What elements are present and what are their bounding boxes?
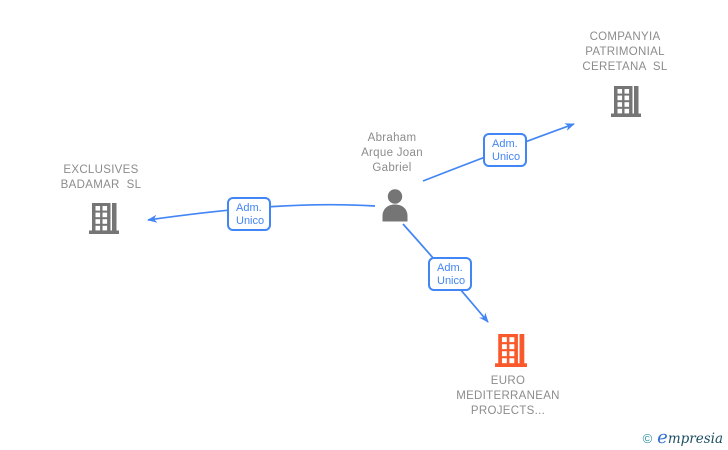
- building-icon[interactable]: [89, 203, 119, 234]
- empresia-logo[interactable]: © e mpresia: [642, 427, 723, 448]
- company-top-right-label: COMPANYIA PATRIMONIAL CERETANA SL: [582, 31, 668, 73]
- brand-name: mpresia: [667, 431, 723, 447]
- person-node-label: Abraham Arque Joan Gabriel: [361, 132, 423, 174]
- person-silhouette-icon[interactable]: [377, 187, 413, 223]
- edge-person-to-company-left: [147, 203, 376, 223]
- copyright-icon: ©: [642, 431, 653, 446]
- building-icon[interactable]: [611, 86, 641, 117]
- edge-label-adm-unico-left: Adm. Unico: [227, 197, 271, 231]
- edge-label-adm-unico-top-right: Adm. Unico: [483, 133, 527, 167]
- company-bottom-label: EURO MEDITERRANEAN PROJECTS...: [456, 375, 560, 417]
- building-icon[interactable]: [495, 334, 527, 367]
- brand-initial: e: [657, 427, 668, 448]
- edge-label-adm-unico-bottom: Adm. Unico: [428, 257, 472, 291]
- company-left-label: EXCLUSIVES BADAMAR SL: [60, 164, 142, 191]
